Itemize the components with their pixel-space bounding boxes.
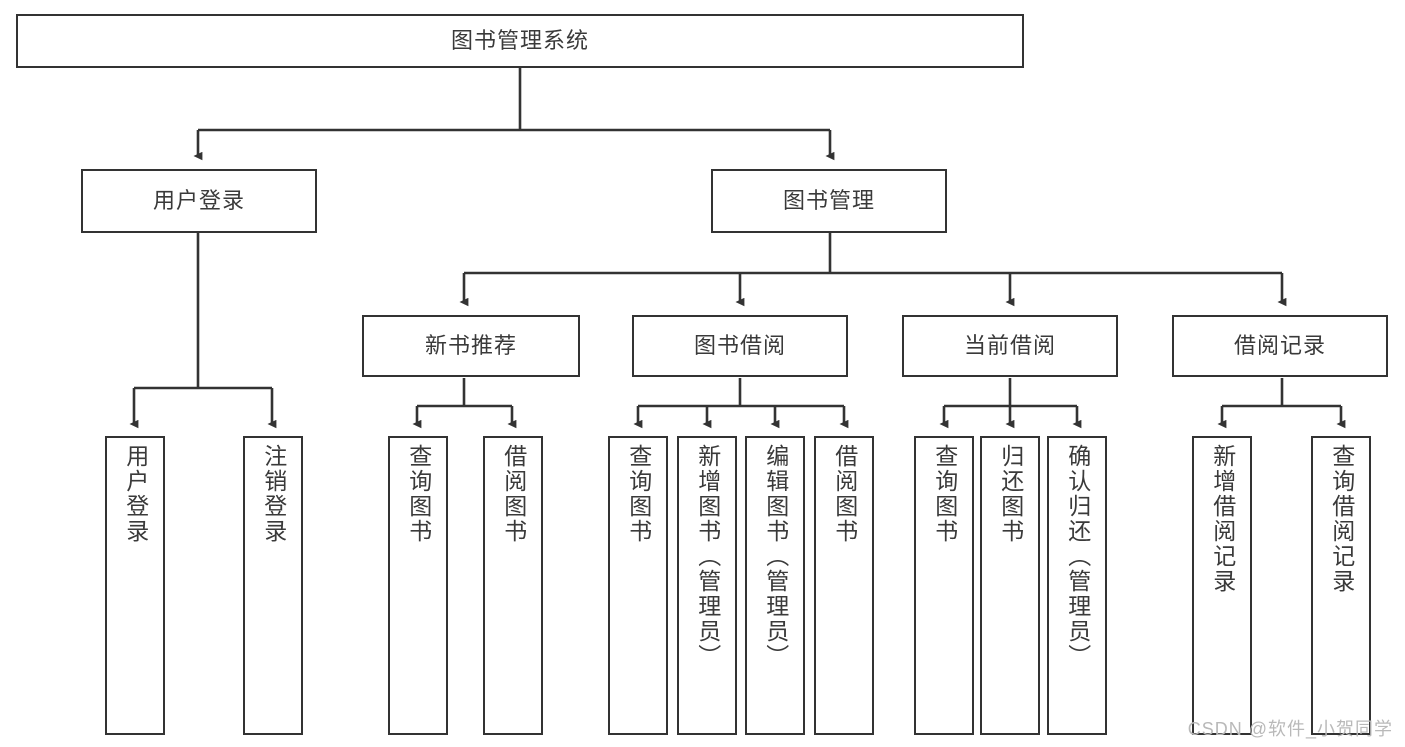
node-label: 借阅图书	[831, 444, 858, 544]
node-label: 查询借阅记录	[1328, 444, 1355, 594]
leaf-borrow-borrow-book[interactable]: 借阅图书	[814, 436, 874, 735]
leaf-user-login-signout[interactable]: 注销登录	[243, 436, 303, 735]
leaf-current-confirm-return[interactable]: 确认归还（管理员）	[1047, 436, 1107, 735]
leaf-borrow-add-book[interactable]: 新增图书（管理员）	[677, 436, 737, 735]
leaf-user-login-signin[interactable]: 用户登录	[105, 436, 165, 735]
node-label: 借阅记录	[1233, 333, 1326, 359]
leaf-borrow-edit-book[interactable]: 编辑图书（管理员）	[745, 436, 805, 735]
leaf-record-add[interactable]: 新增借阅记录	[1192, 436, 1252, 735]
node-label: 编辑图书（管理员）	[762, 444, 789, 669]
node-label: 图书借阅	[693, 333, 786, 359]
leaf-new-book-borrow[interactable]: 借阅图书	[483, 436, 543, 735]
node-user-login[interactable]: 用户登录	[81, 169, 317, 233]
node-book-management[interactable]: 图书管理	[711, 169, 947, 233]
node-label: 当前借阅	[963, 333, 1056, 359]
leaf-borrow-query-book[interactable]: 查询图书	[608, 436, 668, 735]
node-current-borrow[interactable]: 当前借阅	[902, 315, 1118, 377]
node-label: 新增图书（管理员）	[694, 444, 721, 669]
node-label: 图书管理系统	[450, 28, 589, 54]
node-label: 用户登录	[122, 444, 149, 544]
leaf-record-query[interactable]: 查询借阅记录	[1311, 436, 1371, 735]
node-label: 确认归还（管理员）	[1064, 444, 1091, 669]
node-book-borrow[interactable]: 图书借阅	[632, 315, 848, 377]
node-label: 借阅图书	[500, 444, 527, 544]
node-new-book-recommend[interactable]: 新书推荐	[362, 315, 580, 377]
leaf-new-book-query[interactable]: 查询图书	[388, 436, 448, 735]
watermark-text: CSDN @软件_小贺同学	[1187, 719, 1393, 739]
leaf-current-query-book[interactable]: 查询图书	[914, 436, 974, 735]
node-borrow-record[interactable]: 借阅记录	[1172, 315, 1388, 377]
node-root-system[interactable]: 图书管理系统	[16, 14, 1024, 68]
node-label: 查询图书	[931, 444, 958, 544]
node-label: 查询图书	[405, 444, 432, 544]
node-label: 新增借阅记录	[1209, 444, 1236, 594]
node-label: 查询图书	[625, 444, 652, 544]
node-label: 用户登录	[152, 188, 245, 214]
node-label: 注销登录	[260, 444, 287, 544]
node-label: 新书推荐	[424, 333, 517, 359]
node-label: 归还图书	[997, 444, 1024, 544]
leaf-current-return-book[interactable]: 归还图书	[980, 436, 1040, 735]
node-label: 图书管理	[782, 188, 875, 214]
